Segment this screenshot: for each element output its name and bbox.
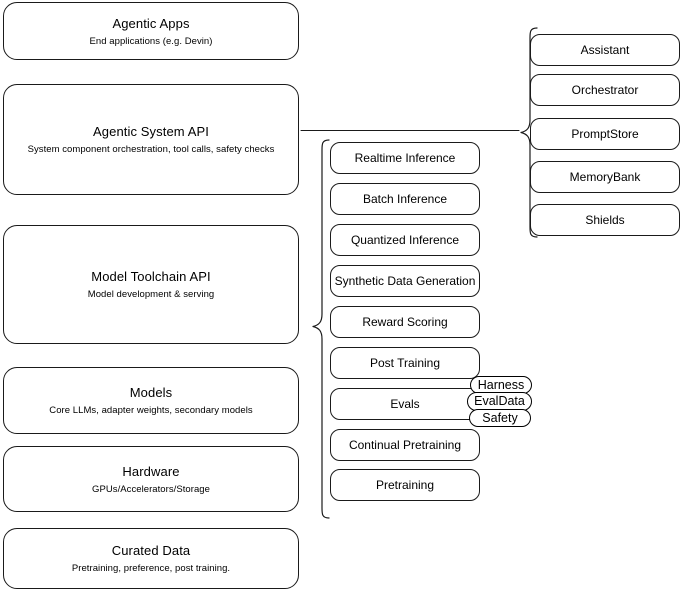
component-assistant[interactable]: Assistant	[530, 34, 680, 66]
component-promptstore[interactable]: PromptStore	[530, 118, 680, 150]
capability-realtime-inference[interactable]: Realtime Inference	[330, 142, 480, 174]
capability-continual-pretraining[interactable]: Continual Pretraining	[330, 429, 480, 461]
capability-label: Post Training	[369, 356, 441, 370]
connector-system-api-to-components	[299, 124, 521, 138]
layer-subtitle: Model development & serving	[87, 289, 215, 300]
capability-batch-inference[interactable]: Batch Inference	[330, 183, 480, 215]
capability-quantized-inference[interactable]: Quantized Inference	[330, 224, 480, 256]
layer-agentic-apps[interactable]: Agentic Apps End applications (e.g. Devi…	[3, 2, 299, 60]
layer-title: Model Toolchain API	[91, 269, 211, 284]
layer-subtitle: System component orchestration, tool cal…	[27, 144, 275, 155]
capability-label: Continual Pretraining	[348, 438, 462, 452]
capability-label: Batch Inference	[362, 192, 448, 206]
evals-pill-label: Harness	[477, 377, 525, 392]
layer-title: Hardware	[122, 463, 180, 479]
capability-label: Evals	[390, 397, 420, 411]
capability-label: Pretraining	[375, 478, 435, 492]
capability-label: Synthetic Data Generation	[334, 274, 476, 288]
component-label: MemoryBank	[569, 170, 641, 184]
capability-reward-scoring[interactable]: Reward Scoring	[330, 306, 480, 338]
capability-post-training[interactable]: Post Training	[330, 347, 480, 379]
component-label: Orchestrator	[571, 83, 639, 97]
component-shields[interactable]: Shields	[530, 204, 680, 236]
component-label: Shields	[585, 213, 625, 227]
layer-subtitle: Pretraining, preference, post training.	[71, 563, 231, 574]
evals-pill-label: EvalData	[474, 394, 525, 408]
capability-label: Quantized Inference	[350, 233, 460, 247]
layer-subtitle: Core LLMs, adapter weights, secondary mo…	[49, 405, 253, 416]
capability-evals[interactable]: Evals	[330, 388, 480, 420]
layer-agentic-system-api[interactable]: Agentic System API System component orch…	[3, 84, 299, 195]
capability-label: Realtime Inference	[354, 151, 456, 165]
layer-subtitle: GPUs/Accelerators/Storage	[92, 483, 210, 495]
layer-title: Agentic Apps	[112, 15, 190, 31]
capability-label: Reward Scoring	[362, 315, 448, 329]
layer-model-toolchain-api[interactable]: Model Toolchain API Model development & …	[3, 225, 299, 344]
layer-models[interactable]: Models Core LLMs, adapter weights, secon…	[3, 367, 299, 434]
layer-title: Models	[129, 385, 173, 400]
brace-system-components	[513, 25, 543, 243]
component-label: Assistant	[580, 43, 630, 57]
layer-title: Agentic System API	[93, 124, 209, 139]
component-label: PromptStore	[571, 127, 639, 141]
evals-pill-label: Safety	[482, 410, 518, 425]
capability-synthetic-data-generation[interactable]: Synthetic Data Generation	[330, 265, 480, 297]
evals-pill-safety[interactable]: Safety	[469, 409, 531, 427]
capability-pretraining[interactable]: Pretraining	[330, 469, 480, 501]
component-memorybank[interactable]: MemoryBank	[530, 161, 680, 193]
layer-title: Curated Data	[111, 543, 191, 558]
evals-pill-evaldata[interactable]: EvalData	[467, 392, 532, 411]
layer-curated-data[interactable]: Curated Data Pretraining, preference, po…	[3, 528, 299, 589]
component-orchestrator[interactable]: Orchestrator	[530, 74, 680, 106]
layer-subtitle: End applications (e.g. Devin)	[89, 35, 213, 47]
brace-toolchain-capabilities	[303, 138, 333, 522]
layer-hardware[interactable]: Hardware GPUs/Accelerators/Storage	[3, 446, 299, 512]
